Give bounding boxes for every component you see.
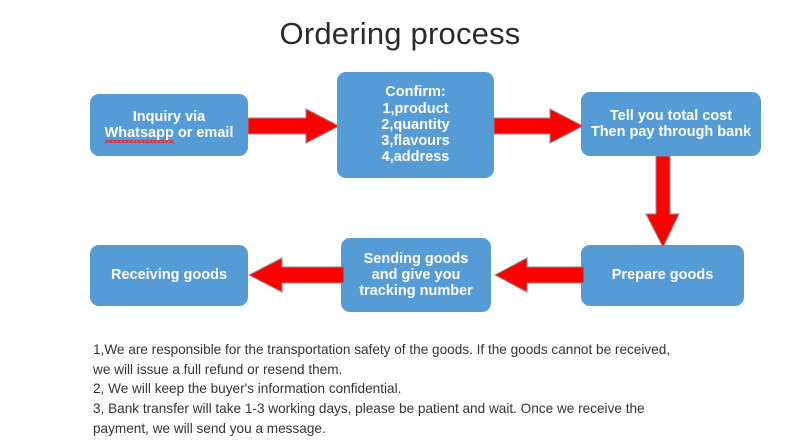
flow-node-prepare-goods[interactable]: Prepare goods — [581, 245, 744, 306]
flow-node-confirm[interactable]: Confirm: 1,product 2,quantity 3,flavours… — [337, 72, 494, 178]
flow-node-inquiry-line1: Inquiry via — [132, 108, 206, 125]
arrow-right-icon — [248, 108, 340, 144]
arrow-left-icon — [248, 257, 344, 293]
flow-node-sending-goods[interactable]: Sending goods and give you tracking numb… — [341, 238, 491, 312]
arrow-down-icon — [645, 156, 681, 248]
note-line-3: 2, We will keep the buyer's information … — [93, 381, 402, 397]
flow-node-inquiry-line2-rest: or email — [173, 125, 234, 141]
arrow-left-icon — [494, 257, 584, 293]
flow-node-total-cost[interactable]: Tell you total cost Then pay through ban… — [581, 92, 761, 156]
arrow-right-icon — [494, 108, 584, 144]
terms-notes: 1,We are responsible for the transportat… — [93, 340, 753, 439]
note-line-1: 1,We are responsible for the transportat… — [93, 342, 671, 357]
flow-node-receiving-goods-label: Receiving goods — [110, 267, 228, 284]
flow-node-sending-goods-label: Sending goods and give you tracking numb… — [359, 250, 473, 300]
misspelled-word-whatsapp: Whatsapp — [104, 125, 175, 144]
note-line-5: payment, we will send you a message. — [93, 420, 326, 436]
flow-node-receiving-goods[interactable]: Receiving goods — [90, 245, 248, 306]
note-line-4: 3, Bank transfer will take 1-3 working d… — [93, 401, 645, 417]
flow-node-total-cost-label: Tell you total cost Then pay through ban… — [590, 107, 752, 140]
page-title: Ordering process — [279, 16, 521, 51]
flow-node-confirm-label: Confirm: 1,product 2,quantity 3,flavours… — [381, 84, 450, 166]
note-line-2: we will issue a full refund or resend th… — [93, 361, 343, 377]
flow-node-prepare-goods-label: Prepare goods — [611, 267, 714, 284]
